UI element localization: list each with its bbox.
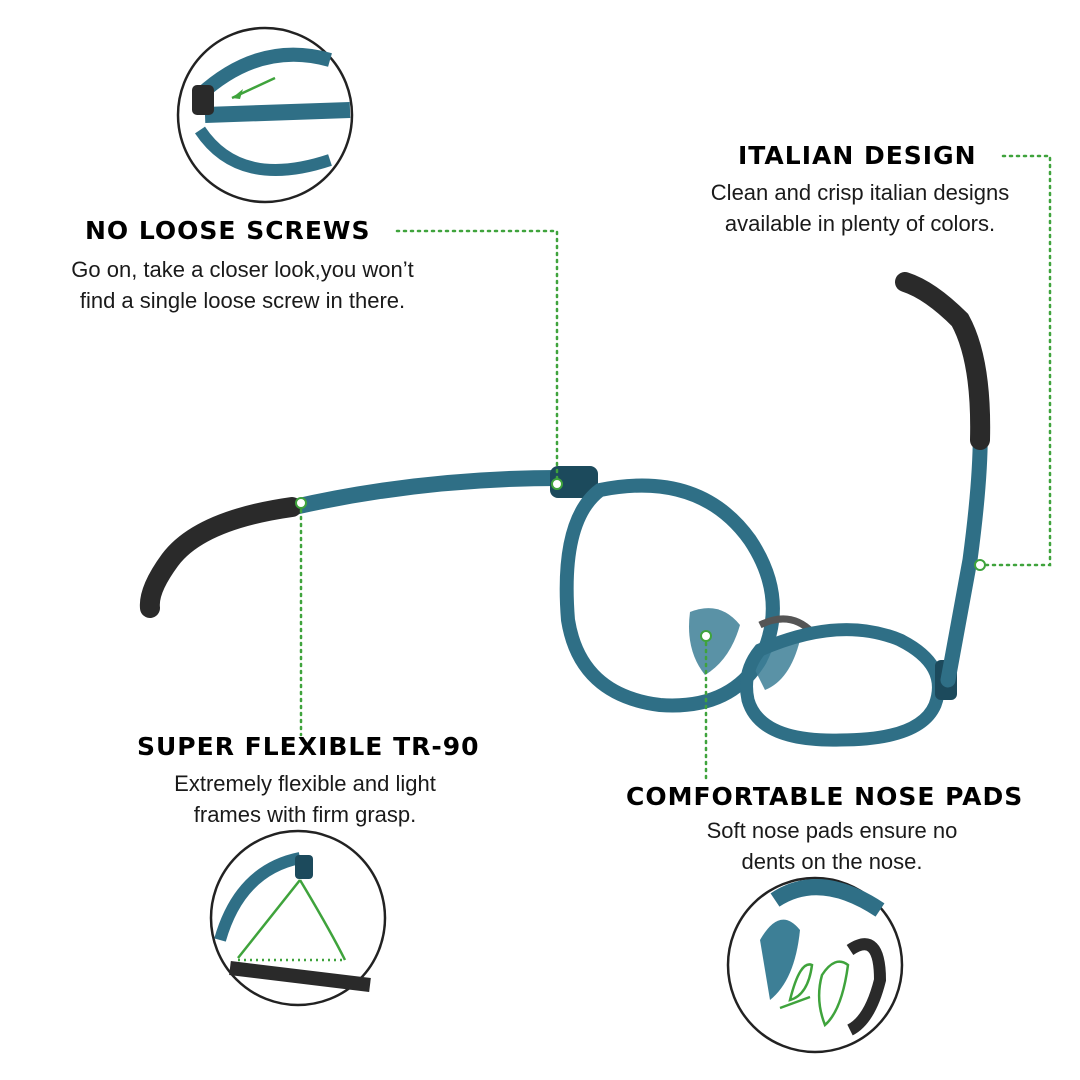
- right-lens-rim: [740, 623, 945, 747]
- desc-no-loose-screws: Go on, take a closer look,you won’t find…: [30, 254, 455, 316]
- leader-line-loose-screws: [395, 229, 559, 486]
- detail-circle-nosepad: [726, 876, 904, 1054]
- desc-nose-pads-line1: Soft nose pads ensure no: [706, 818, 958, 843]
- desc-italian-design-line1: Clean and crisp italian designs: [710, 180, 1010, 205]
- heading-no-loose-screws: NO LOOSE SCREWS: [85, 216, 371, 245]
- detail-circle-flex: [209, 829, 387, 1007]
- desc-nose-pads-line2: dents on the nose.: [741, 849, 923, 874]
- right-temple-arm: [940, 412, 988, 688]
- desc-italian-design-line2: available in plenty of colors.: [724, 211, 996, 236]
- leader-line-italian-design: [978, 154, 1052, 567]
- nose-pad-left: [689, 608, 740, 675]
- left-lens-rim: [559, 478, 780, 713]
- callout-dot-nose-pads: [700, 630, 712, 642]
- left-temple-tip: [139, 497, 302, 618]
- left-temple-arm: [282, 470, 568, 516]
- desc-no-loose-screws-line1: Go on, take a closer look,you won’t: [71, 257, 414, 282]
- desc-no-loose-screws-line2: find a single loose screw in there.: [79, 288, 406, 313]
- desc-super-flexible: Extremely flexible and light frames with…: [140, 768, 470, 830]
- callout-dot-italian-design: [974, 559, 986, 571]
- desc-nose-pads: Soft nose pads ensure no dents on the no…: [672, 815, 992, 877]
- left-hinge: [550, 466, 598, 498]
- heading-nose-pads: COMFORTABLE NOSE PADS: [626, 782, 1024, 811]
- desc-super-flexible-line1: Extremely flexible and light: [174, 771, 436, 796]
- desc-super-flexible-line2: frames with firm grasp.: [193, 802, 417, 827]
- callout-dot-loose-screws: [551, 478, 563, 490]
- right-temple-tip: [895, 272, 991, 450]
- callout-dot-flexible: [295, 497, 307, 509]
- desc-italian-design: Clean and crisp italian designs availabl…: [675, 177, 1045, 239]
- heading-italian-design: ITALIAN DESIGN: [738, 141, 977, 170]
- heading-super-flexible: SUPER FLEXIBLE TR-90: [137, 732, 480, 761]
- detail-circle-hinge: [176, 26, 354, 204]
